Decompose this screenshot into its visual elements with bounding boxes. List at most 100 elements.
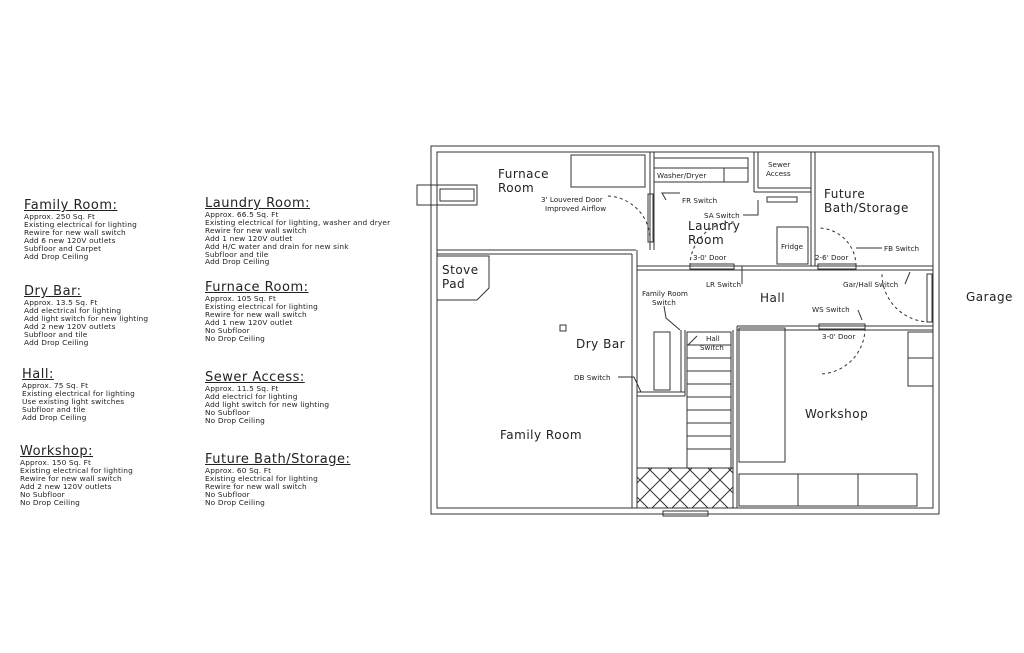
label-sewer-access-1: Sewer bbox=[768, 160, 790, 169]
fridge-outline bbox=[776, 226, 809, 265]
note-family-room: Family Room: Approx. 250 Sq. Ft Existing… bbox=[24, 199, 137, 260]
label-fr-switch: FR Switch bbox=[682, 196, 717, 205]
note-line: Add electrical for lighting bbox=[24, 305, 122, 315]
note-line: Subfloor and tile bbox=[22, 404, 86, 414]
label-family-room: Family Room bbox=[500, 428, 582, 442]
note-title: Laundry Room: bbox=[205, 196, 311, 211]
label-fb-switch: FB Switch bbox=[884, 244, 919, 253]
note-line: Add Drop Ceiling bbox=[24, 337, 89, 347]
label-fridge: Fridge bbox=[781, 242, 804, 251]
outlet-marker bbox=[559, 324, 567, 332]
note-sewer-access: Sewer Access: Approx. 11.5 Sq. Ft Add el… bbox=[205, 371, 329, 425]
note-title: Sewer Access: bbox=[205, 370, 305, 385]
note-line: Rewire for new wall switch bbox=[24, 227, 126, 237]
garage-door bbox=[926, 273, 933, 323]
note-line: Approx. 11.5 Sq. Ft bbox=[205, 384, 279, 393]
note-line: Approx. 250 Sq. Ft bbox=[24, 212, 96, 221]
note-line: Existing electrical for lighting bbox=[24, 219, 137, 229]
label-hall-switch-2: Switch bbox=[700, 343, 724, 352]
dry-bar-counter bbox=[653, 331, 671, 391]
note-line: Approx. 105 Sq. Ft bbox=[205, 294, 277, 303]
note-line: No Drop Ceiling bbox=[205, 415, 266, 425]
note-title: Dry Bar: bbox=[24, 284, 82, 299]
laundry-door bbox=[689, 263, 735, 270]
note-line: Add light switch for new lighting bbox=[205, 399, 330, 409]
label-laundry-room-2: Room bbox=[688, 233, 724, 247]
leader-line bbox=[687, 335, 698, 346]
note-line: Approx. 75 Sq. Ft bbox=[22, 381, 89, 390]
door-swing bbox=[881, 273, 931, 323]
label-hall: Hall bbox=[760, 291, 785, 305]
note-line: Use existing light switches bbox=[22, 396, 125, 406]
note-line: Rewire for new wall switch bbox=[205, 225, 307, 235]
note-line: Add Drop Ceiling bbox=[22, 412, 87, 422]
leader-line bbox=[904, 271, 911, 285]
label-family-room-switch-2: Switch bbox=[652, 298, 676, 307]
note-line: No Subfloor bbox=[20, 489, 65, 499]
note-line: Existing electrical for lighting, washer… bbox=[205, 217, 391, 227]
label-gar-hall-switch: Gar/Hall Switch bbox=[843, 280, 898, 289]
note-line: Subfloor and tile bbox=[24, 329, 88, 339]
note-line: Add 2 new 120V outlets bbox=[24, 321, 116, 331]
sewer-access-door bbox=[766, 196, 798, 203]
label-garage: Garage bbox=[966, 290, 1013, 304]
label-hall-switch-1: Hall bbox=[706, 334, 720, 343]
workshop-door bbox=[818, 323, 866, 330]
note-line: Rewire for new wall switch bbox=[20, 473, 122, 483]
leader-line bbox=[663, 305, 681, 331]
note-line: Approx. 66.5 Sq. Ft bbox=[205, 210, 279, 219]
washer-dryer-counter bbox=[653, 157, 749, 169]
note-furnace-room: Furnace Room: Approx. 105 Sq. Ft Existin… bbox=[205, 281, 318, 342]
label-dry-bar: Dry Bar bbox=[576, 337, 625, 351]
note-laundry-room: Laundry Room: Approx. 66.5 Sq. Ft Existi… bbox=[205, 197, 390, 266]
label-laundry-door: 3-0' Door bbox=[693, 253, 726, 262]
note-line: Add H/C water and drain for new sink bbox=[205, 241, 349, 251]
label-sewer-access-2: Access bbox=[766, 169, 791, 178]
furnace-unit bbox=[570, 154, 646, 188]
leader-line bbox=[857, 309, 863, 321]
note-title: Future Bath/Storage: bbox=[205, 452, 351, 467]
label-bath-door: 2-6' Door bbox=[815, 253, 848, 262]
label-family-room-switch-1: Family Room bbox=[642, 289, 688, 298]
leader-line bbox=[661, 192, 680, 201]
label-furnace-room-2: Room bbox=[498, 181, 534, 195]
label-laundry-room-1: Laundry bbox=[688, 219, 740, 233]
stairs bbox=[686, 331, 732, 469]
note-title: Furnace Room: bbox=[205, 280, 309, 295]
note-line: Subfloor and Carpet bbox=[24, 243, 102, 253]
note-line: Rewire for new wall switch bbox=[205, 309, 307, 319]
note-line: Rewire for new wall switch bbox=[205, 481, 307, 491]
note-line: Approx. 13.5 Sq. Ft bbox=[24, 298, 98, 307]
label-stove-pad-1: Stove bbox=[442, 263, 479, 277]
label-louvered-door-2: Improved Airflow bbox=[545, 204, 606, 213]
note-line: No Subfloor bbox=[205, 325, 250, 335]
note-line: Add 1 new 120V outlet bbox=[205, 317, 293, 327]
label-louvered-door-1: 3' Louvered Door bbox=[541, 195, 603, 204]
shelf bbox=[907, 331, 934, 387]
label-washer-dryer: Washer/Dryer bbox=[657, 171, 706, 180]
note-dry-bar: Dry Bar: Approx. 13.5 Sq. Ft Add electri… bbox=[24, 285, 148, 346]
note-future-bath-storage: Future Bath/Storage: Approx. 60 Sq. Ft E… bbox=[205, 453, 350, 507]
note-line: Existing electrical for lighting bbox=[205, 473, 318, 483]
note-title: Hall: bbox=[22, 367, 54, 382]
label-stove-pad-2: Pad bbox=[442, 277, 465, 291]
label-workshop-door: 3-0' Door bbox=[822, 332, 855, 341]
label-furnace-room-1: Furnace bbox=[498, 167, 549, 181]
sink bbox=[723, 167, 749, 183]
chimney-flue bbox=[439, 188, 475, 202]
note-hall: Hall: Approx. 75 Sq. Ft Existing electri… bbox=[22, 368, 135, 422]
note-line: Existing electrical for lighting bbox=[22, 388, 135, 398]
note-title: Workshop: bbox=[20, 444, 94, 459]
note-line: Existing electrical for lighting bbox=[205, 301, 318, 311]
label-future-bath-2: Bath/Storage bbox=[824, 201, 909, 215]
window bbox=[662, 510, 709, 517]
note-line: No Subfloor bbox=[205, 407, 250, 417]
note-line: No Drop Ceiling bbox=[205, 333, 266, 343]
note-title: Family Room: bbox=[24, 198, 118, 213]
note-workshop: Workshop: Approx. 150 Sq. Ft Existing el… bbox=[20, 445, 133, 506]
stair-treads bbox=[687, 344, 731, 450]
note-line: Approx. 60 Sq. Ft bbox=[205, 466, 272, 475]
leader-line bbox=[618, 376, 642, 393]
outer-wall bbox=[430, 145, 940, 515]
